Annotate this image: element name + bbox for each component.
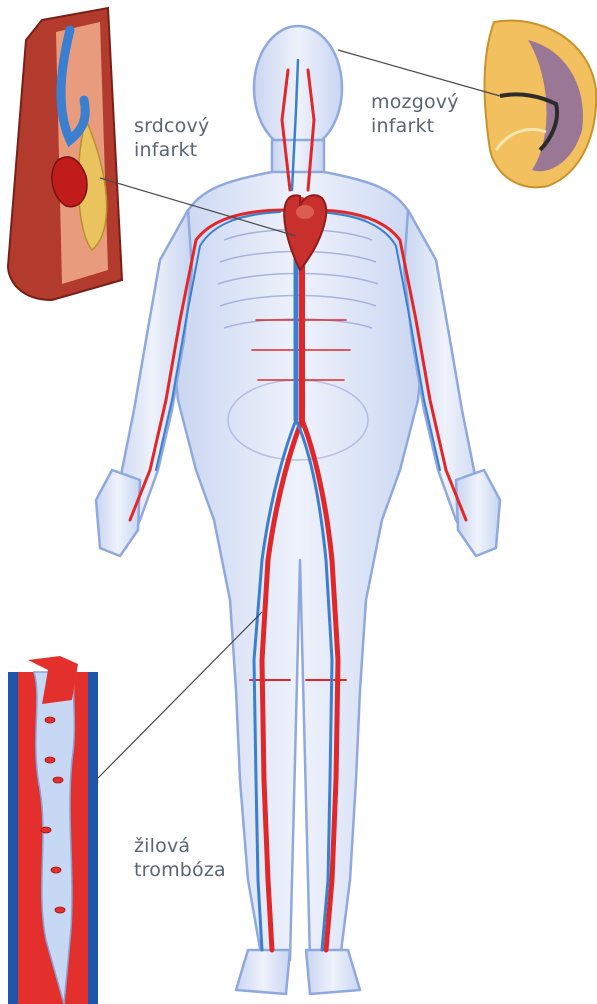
label-heart-attack: srdcový infarkt	[134, 114, 209, 162]
artery-plaque-inset	[8, 8, 122, 300]
label-stroke: mozgový infarkt	[371, 90, 459, 138]
brain-section-inset	[485, 21, 597, 188]
label-vein-thrombosis: žilová trombóza	[134, 834, 226, 882]
vein-thrombus-inset	[8, 656, 98, 1004]
